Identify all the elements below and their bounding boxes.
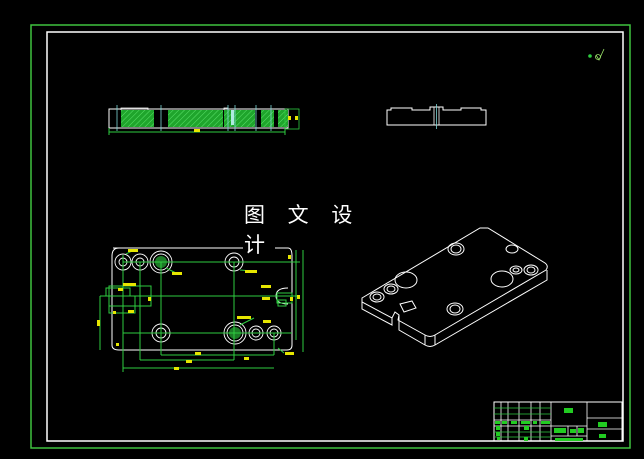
front-section-view[interactable]: [108, 105, 300, 135]
isometric-view[interactable]: [361, 227, 548, 347]
plan-view[interactable]: [97, 247, 304, 372]
title-block[interactable]: [493, 401, 623, 442]
roughness-symbol-icon: [588, 48, 605, 61]
outer-frame: [30, 24, 631, 449]
inner-frame: [46, 31, 624, 442]
side-view[interactable]: [386, 104, 487, 129]
watermark-text: 图 文 设 计: [244, 203, 361, 257]
